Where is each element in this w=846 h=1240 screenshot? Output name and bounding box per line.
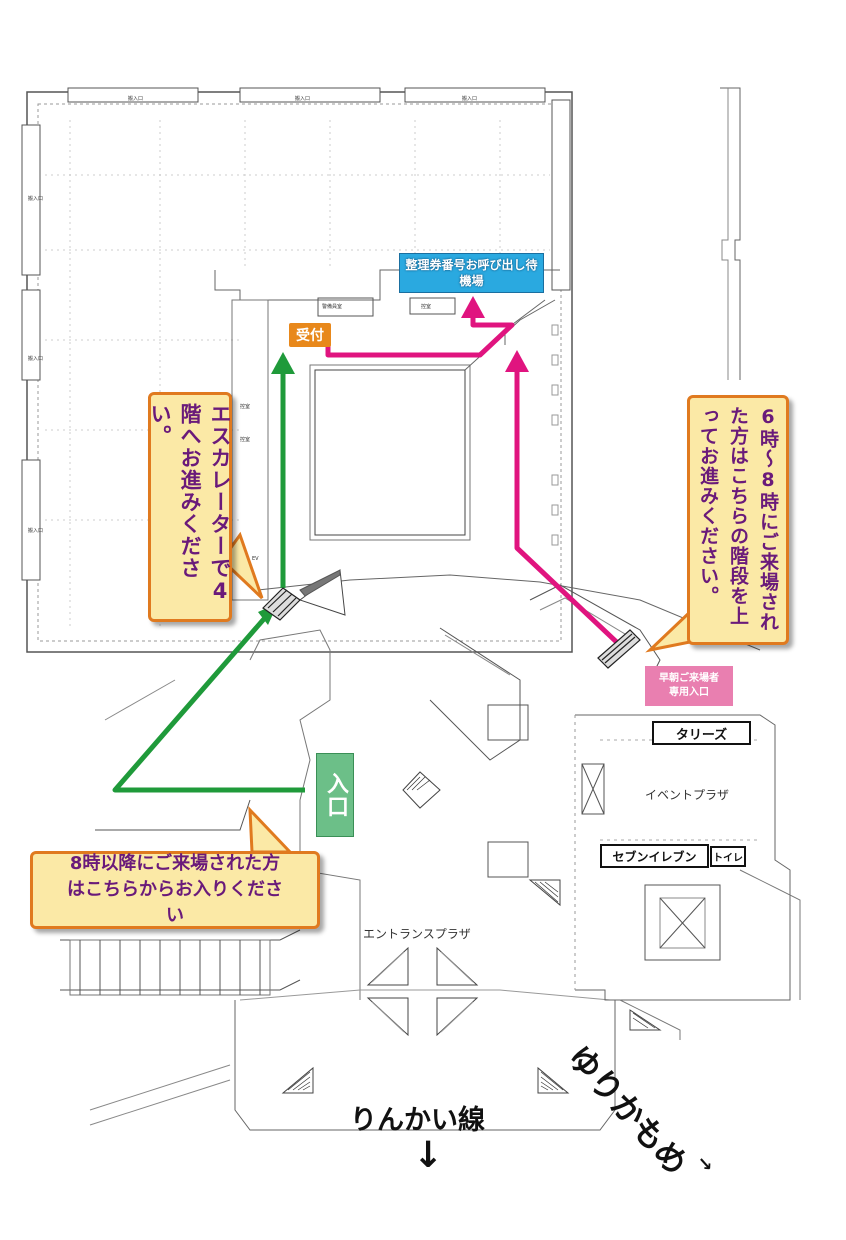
waiting-area-box: 整理券番号お呼び出し待機場 [399, 253, 544, 293]
early-entrance-label: 早朝ご来場者専用入口 [659, 673, 719, 698]
tullys-sign: タリーズ [652, 721, 751, 745]
entrance-plaza-label: エントランスプラザ [363, 927, 471, 941]
manager-office-label: 警備員室 [322, 304, 343, 310]
carry-in-label-left-3: 搬入口 [28, 528, 44, 534]
waiting-room-label-1: 控室 [240, 404, 251, 410]
magenta-route-early [514, 370, 627, 652]
hatched-stairs [287, 776, 656, 1091]
green-route-after-8 [112, 610, 305, 793]
entrance-label: 入口 [323, 772, 348, 818]
magenta-route-arrowhead-right [505, 350, 529, 372]
floor-plan-lines [21, 87, 801, 1131]
early-entrance-box: 早朝ご来場者専用入口 [645, 666, 733, 706]
reception-label: 受付 [296, 328, 324, 344]
reception-box: 受付 [289, 323, 331, 347]
magenta-route-reception [325, 315, 515, 358]
early-arrival-callout: 6時〜8時にご来場された方はこちらの階段を上ってお進みください。 [687, 395, 789, 645]
early-entrance-stairs [597, 629, 641, 669]
carry-in-label-top-1: 搬入口 [128, 96, 144, 102]
magenta-route-arrowhead-top [461, 296, 485, 318]
carry-in-label-top-3: 搬入口 [462, 96, 478, 102]
plaza-skylights [281, 771, 662, 1094]
waiting-area-label: 整理券番号お呼び出し待機場 [405, 258, 538, 288]
elevator-label: EV [252, 556, 259, 562]
after-8-callout: 8時以降にご来場された方はこちらからお入りください [30, 851, 320, 929]
escalator-callout: エスカレーターで4階へお進みください。 [148, 392, 232, 622]
carry-in-label-left-1: 搬入口 [28, 196, 44, 202]
tullys-label: タリーズ [675, 727, 728, 743]
yurikamome-arrow: → [692, 1151, 718, 1176]
seven-eleven-label: セブンイレブン [612, 849, 697, 864]
green-route-arrowhead-upper [271, 352, 295, 374]
waiting-room-label-2: 控室 [240, 437, 251, 443]
toilet-sign: トイレ [710, 846, 746, 867]
seven-eleven-sign: セブンイレブン [600, 844, 709, 868]
rinkai-line-label: りんかい線 [350, 1105, 485, 1136]
entrance-box: 入口 [316, 753, 354, 837]
waiting-room-label-3: 控室 [421, 304, 432, 310]
early-arrival-callout-text: 6時〜8時にご来場された方はこちらの階段を上ってお進みください。 [697, 406, 779, 632]
after-8-callout-text: 8時以降にご来場された方はこちらからお入りください [67, 853, 283, 926]
event-plaza-label: イベントプラザ [645, 788, 730, 802]
rinkai-down-arrow: ↓ [413, 1135, 444, 1176]
escalator-hatch [262, 587, 301, 621]
carry-in-label-top-2: 搬入口 [295, 96, 311, 102]
yurikamome-label: ゆりかもめ [560, 1038, 695, 1182]
carry-in-label-left-2: 搬入口 [28, 356, 44, 362]
toilet-label: トイレ [713, 853, 743, 864]
escalator-callout-text: エスカレーターで4階へお進みください。 [148, 403, 232, 604]
after8-callout-tail [248, 806, 294, 854]
